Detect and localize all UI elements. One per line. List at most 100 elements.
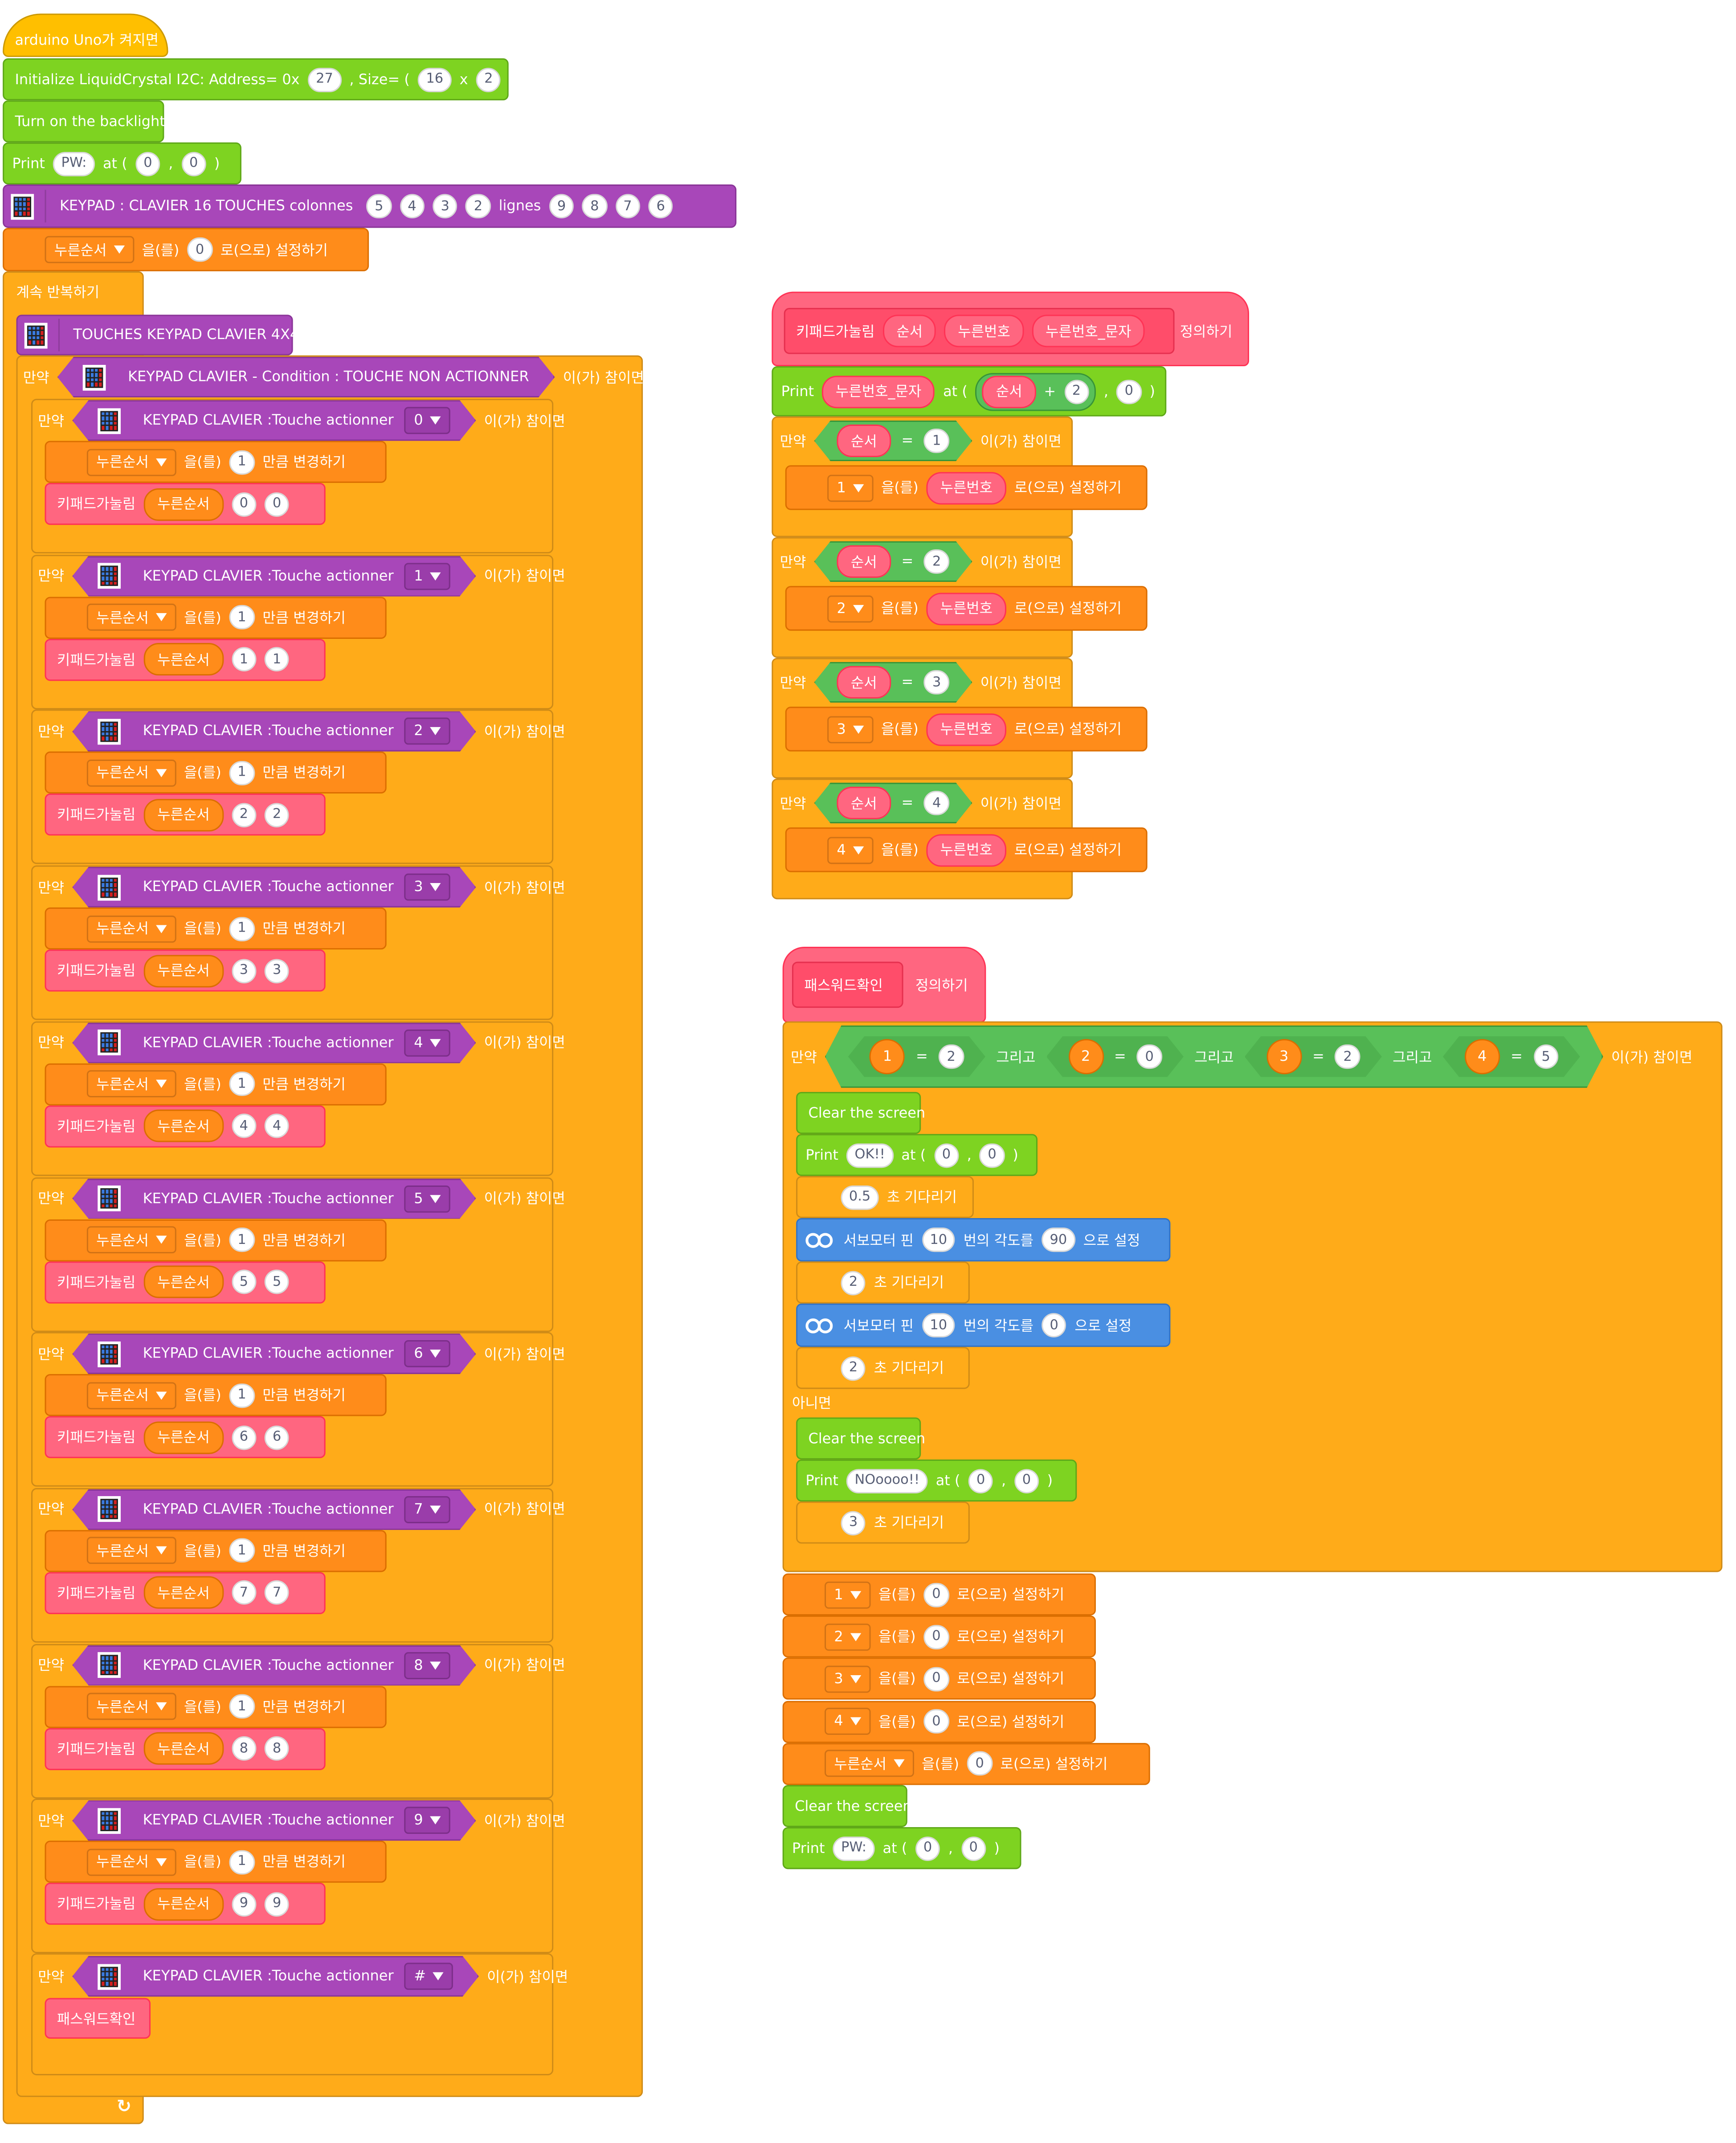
cols-input[interactable]: 16 [418,67,452,92]
print-no-block[interactable]: Print NOoooo!! at ( 0 , 0 ) [796,1459,1077,1502]
key-dropdown[interactable]: 2 [404,718,450,745]
change-by-input[interactable]: 1 [229,916,254,941]
value-input[interactable]: 0 [923,1582,949,1607]
print-param-block[interactable]: Print 누른번호_문자 at ( 순서 + 2 , 0 ) [772,366,1167,417]
change-variable-block[interactable]: 누른순서 을(를) 1 만큼 변경하기 [45,1685,387,1728]
var-reporter[interactable]: 1 [870,1039,905,1074]
variable-dropdown[interactable]: 누른순서 [86,448,176,476]
arg-input[interactable]: 5 [231,1269,257,1294]
arg-input[interactable]: 9 [231,1892,257,1917]
key-dropdown[interactable]: 8 [404,1652,450,1679]
arg-input[interactable]: 4 [264,1114,290,1139]
print-y-input[interactable]: 0 [980,1142,1005,1167]
wait-seconds-input[interactable]: 3 [841,1510,866,1535]
value-input[interactable]: 0 [923,1709,949,1734]
order-reporter[interactable]: 누른순서 [143,1421,224,1454]
variable-dropdown[interactable]: 누른순서 [86,915,176,942]
call-keypad-pressed-block[interactable]: 키패드가눌림 누른순서 3 3 [45,949,326,992]
key-dropdown[interactable]: 6 [404,1341,450,1368]
change-variable-block[interactable]: 누른순서 을(를) 1 만큼 변경하기 [45,1841,387,1883]
arg-input[interactable]: 1 [231,647,257,672]
print-pw-block[interactable]: Print PW: at ( 0 , 0 ) [782,1827,1021,1869]
key-dropdown[interactable]: 9 [404,1807,450,1834]
call-keypad-pressed-block[interactable]: 키패드가눌림 누른순서 1 1 [45,638,326,681]
variable-dropdown[interactable]: 누른순서 [86,1849,176,1876]
print-y-input[interactable]: 0 [1116,379,1142,404]
order-reporter[interactable]: 누른순서 [143,643,224,676]
order-reporter[interactable]: 누른순서 [143,1265,224,1298]
variable-dropdown[interactable]: 누른순서 [825,1750,914,1778]
print-y-input[interactable]: 0 [961,1836,986,1861]
var-reporter[interactable]: 4 [1465,1039,1500,1074]
key-pressed-condition[interactable]: KEYPAD CLAVIER :Touche actionner 6 [72,1333,476,1374]
value-input[interactable]: 4 [924,791,949,815]
print-pw-block[interactable]: Print PW: at ( 0 , 0 ) [3,142,241,185]
servo-pin-input[interactable]: 10 [922,1227,956,1252]
call-keypad-pressed-block[interactable]: 키패드가눌림 누른순서 7 7 [45,1572,326,1614]
call-keypad-pressed-block[interactable]: 키패드가눌림 누른순서 8 8 [45,1727,326,1770]
print-ok-block[interactable]: Print OK!! at ( 0 , 0 ) [796,1134,1038,1176]
equals-condition[interactable]: 3 = 2 [1245,1036,1382,1077]
change-by-input[interactable]: 1 [229,761,254,785]
order-reporter[interactable]: 누른순서 [143,798,224,831]
arg-input[interactable]: 3 [231,958,257,983]
variable-dropdown[interactable]: 누른순서 [86,759,176,787]
value-input[interactable]: 2 [939,1044,964,1069]
key-pressed-condition[interactable]: KEYPAD CLAVIER :Touche actionner 1 [72,556,476,596]
wait-seconds-input[interactable]: 2 [841,1355,866,1380]
and-condition[interactable]: 1 = 2 그리고 2 = 0 그리고 3 = 2 그리고 4 = 5 [825,1026,1603,1088]
set-variable-block[interactable]: 1 을(를) 누른번호 로(으로) 설정하기 [785,465,1148,510]
key-pressed-condition[interactable]: KEYPAD CLAVIER :Touche actionner 5 [72,1178,476,1219]
call-password-check-block[interactable]: 패스워드확인 [45,1998,151,2039]
arg-input[interactable]: 8 [231,1736,257,1761]
wait-block[interactable]: 2 초 기다리기 [796,1261,970,1304]
order-reporter[interactable]: 순서 [837,425,890,457]
wait-block[interactable]: 2 초 기다리기 [796,1347,970,1389]
arg-input[interactable]: 8 [264,1736,290,1761]
clear-screen-block[interactable]: Clear the screen [782,1785,912,1827]
number-reporter[interactable]: 누른번호 [927,712,1006,745]
key-dropdown[interactable]: 3 [404,874,450,901]
equals-condition[interactable]: 2 = 0 [1046,1036,1184,1077]
keypad-init-block[interactable]: KEYPAD : CLAVIER 16 TOUCHES colonnes 5 4… [3,184,737,228]
param-number-char[interactable]: 누른번호_문자 [1032,315,1145,348]
var-reporter[interactable]: 2 [1068,1039,1103,1074]
value-input[interactable]: 0 [967,1751,993,1776]
keypad-condition-block[interactable]: KEYPAD CLAVIER - Condition : TOUCHE NON … [57,357,555,397]
print-text-input[interactable]: PW: [833,1836,875,1861]
change-by-input[interactable]: 1 [229,1850,254,1874]
change-variable-block[interactable]: 누른순서 을(를) 1 만큼 변경하기 [45,596,387,639]
call-keypad-pressed-block[interactable]: 키패드가눌림 누른순서 0 0 [45,483,326,525]
print-x-input[interactable]: 0 [968,1468,993,1493]
wait-block[interactable]: 3 초 기다리기 [796,1501,970,1544]
servo-angle-input[interactable]: 0 [1042,1313,1067,1337]
variable-dropdown[interactable]: 누른순서 [86,1693,176,1720]
column-pin-input[interactable]: 5 [366,194,392,219]
set-variable-block[interactable]: 2 을(를) 누른번호 로(으로) 설정하기 [785,586,1148,631]
order-reporter[interactable]: 누른순서 [143,954,224,987]
print-text-input[interactable]: NOoooo!! [846,1468,928,1493]
equals-condition[interactable]: 1 = 2 [848,1036,985,1077]
equals-condition[interactable]: 순서 = 1 [814,421,972,461]
add-input[interactable]: 2 [1064,379,1089,404]
print-text-reporter[interactable]: 누른번호_문자 [822,375,935,408]
line-pin-input[interactable]: 7 [615,194,640,219]
param-order[interactable]: 순서 [882,315,936,348]
call-keypad-pressed-block[interactable]: 키패드가눌림 누른순서 6 6 [45,1416,326,1459]
print-x-input[interactable]: 0 [915,1836,940,1861]
arg-input[interactable]: 6 [231,1425,257,1450]
print-x-input[interactable]: 0 [135,151,160,176]
variable-dropdown[interactable]: 1 [827,474,873,501]
value-input[interactable]: 2 [1335,1044,1360,1069]
value-input[interactable]: 2 [924,549,949,574]
key-dropdown[interactable]: # [404,1963,453,1990]
variable-dropdown[interactable]: 누른순서 [45,236,134,263]
key-pressed-condition[interactable]: KEYPAD CLAVIER :Touche actionner 4 [72,1022,476,1063]
order-reporter[interactable]: 누른순서 [143,1732,224,1765]
variable-dropdown[interactable]: 누른순서 [86,1537,176,1565]
order-reporter[interactable]: 누른순서 [143,487,224,520]
equals-condition[interactable]: 순서 = 3 [814,662,972,703]
number-reporter[interactable]: 누른번호 [927,471,1006,504]
arg-input[interactable]: 1 [264,647,290,672]
number-reporter[interactable]: 누른번호 [927,592,1006,625]
